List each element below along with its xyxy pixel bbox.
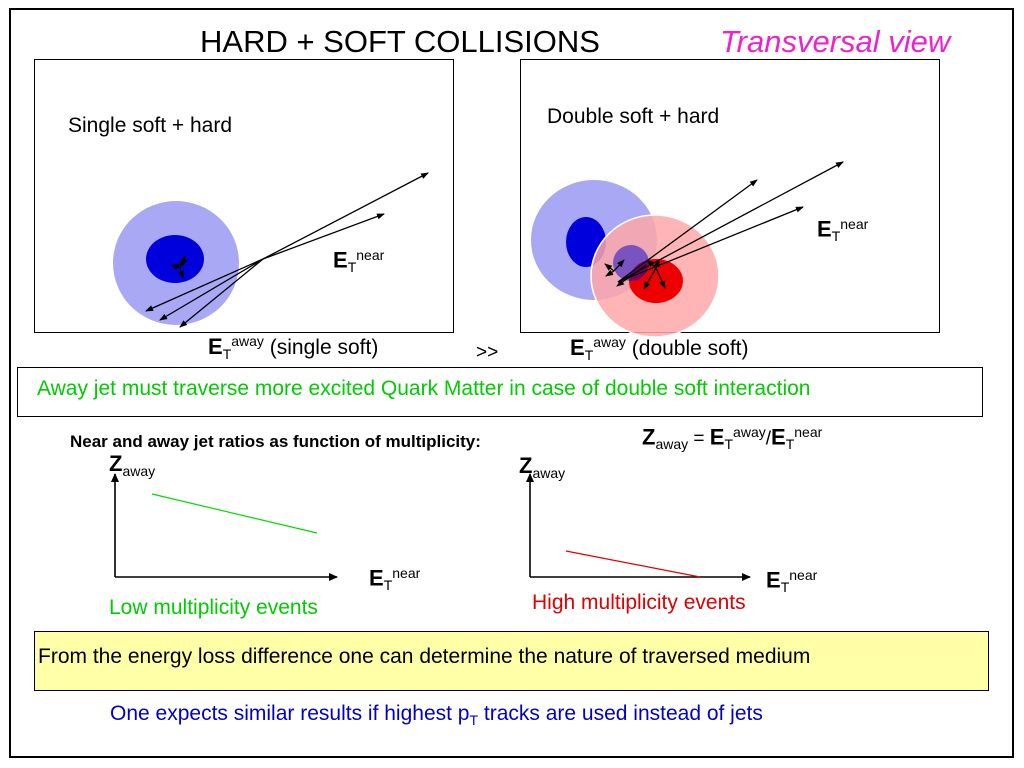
soft-track [179,255,186,269]
low-multiplicity-plot [111,473,338,581]
soft-track [653,259,660,269]
near-jet-track [262,172,429,260]
ratio-heading: Near and away jet ratios as function of … [70,432,481,451]
plot-low-y-label: Zaway [109,451,156,479]
away-jet-track [179,258,264,328]
plot-high-y-label: Zaway [519,453,566,481]
near-jet-track [262,213,385,260]
et-near-label: ETnear [333,247,385,276]
et-away-single-caption: ETaway (single soft) [208,333,379,363]
plot-low-x-label: ETnear [369,565,421,594]
low-multiplicity-caption: Low multiplicity events [109,596,318,619]
z-formula: Zaway = ETaway/ETnear [642,424,823,453]
footer-note: One expects similar results if highest p… [110,702,763,729]
high-multiplicity-plot [526,473,751,581]
single-soft-diagram [113,172,429,328]
single-soft-panel: Single soft + hard ETnear [34,59,454,333]
statement-box: Away jet must traverse more excited Quar… [17,367,983,417]
high-multiplicity-caption: High multiplicity events [532,591,746,614]
slide-subtitle: Transversal view [720,24,951,59]
trend-line-high [565,550,701,578]
et-away-double-caption: ETaway (double soft) [570,334,749,364]
trend-line-low [151,493,318,534]
slide-title: HARD + SOFT COLLISIONS [200,24,600,59]
conclusion-text: From the energy loss difference one can … [38,645,811,668]
soft-track [643,267,657,290]
double-soft-diagram [531,161,844,338]
near-jet-track [617,179,758,283]
slide-frame [9,8,1014,758]
conclusion-box: From the energy loss difference one can … [34,631,989,691]
double-soft-panel: Double soft + hard ETnear [520,59,940,338]
plot-high-x-label: ETnear [766,567,818,596]
double-soft-label: Double soft + hard [547,105,720,128]
statement-text: Away jet must traverse more excited Quar… [37,377,811,400]
single-soft-label: Single soft + hard [68,114,233,137]
soft-track [613,259,625,272]
soft-track [655,267,666,289]
soft-core-blue-overlap [613,245,649,281]
away-jet-track [145,258,264,312]
near-jet-track [617,206,804,283]
soft-track [170,264,181,271]
soft-track [178,267,184,279]
soft-core-blue [146,235,204,283]
away-jet-track [159,258,264,321]
et-near-label: ETnear [817,216,869,245]
soft-track [605,269,615,277]
comparison-symbol: >> [476,342,499,363]
away-jet-track [616,264,647,287]
